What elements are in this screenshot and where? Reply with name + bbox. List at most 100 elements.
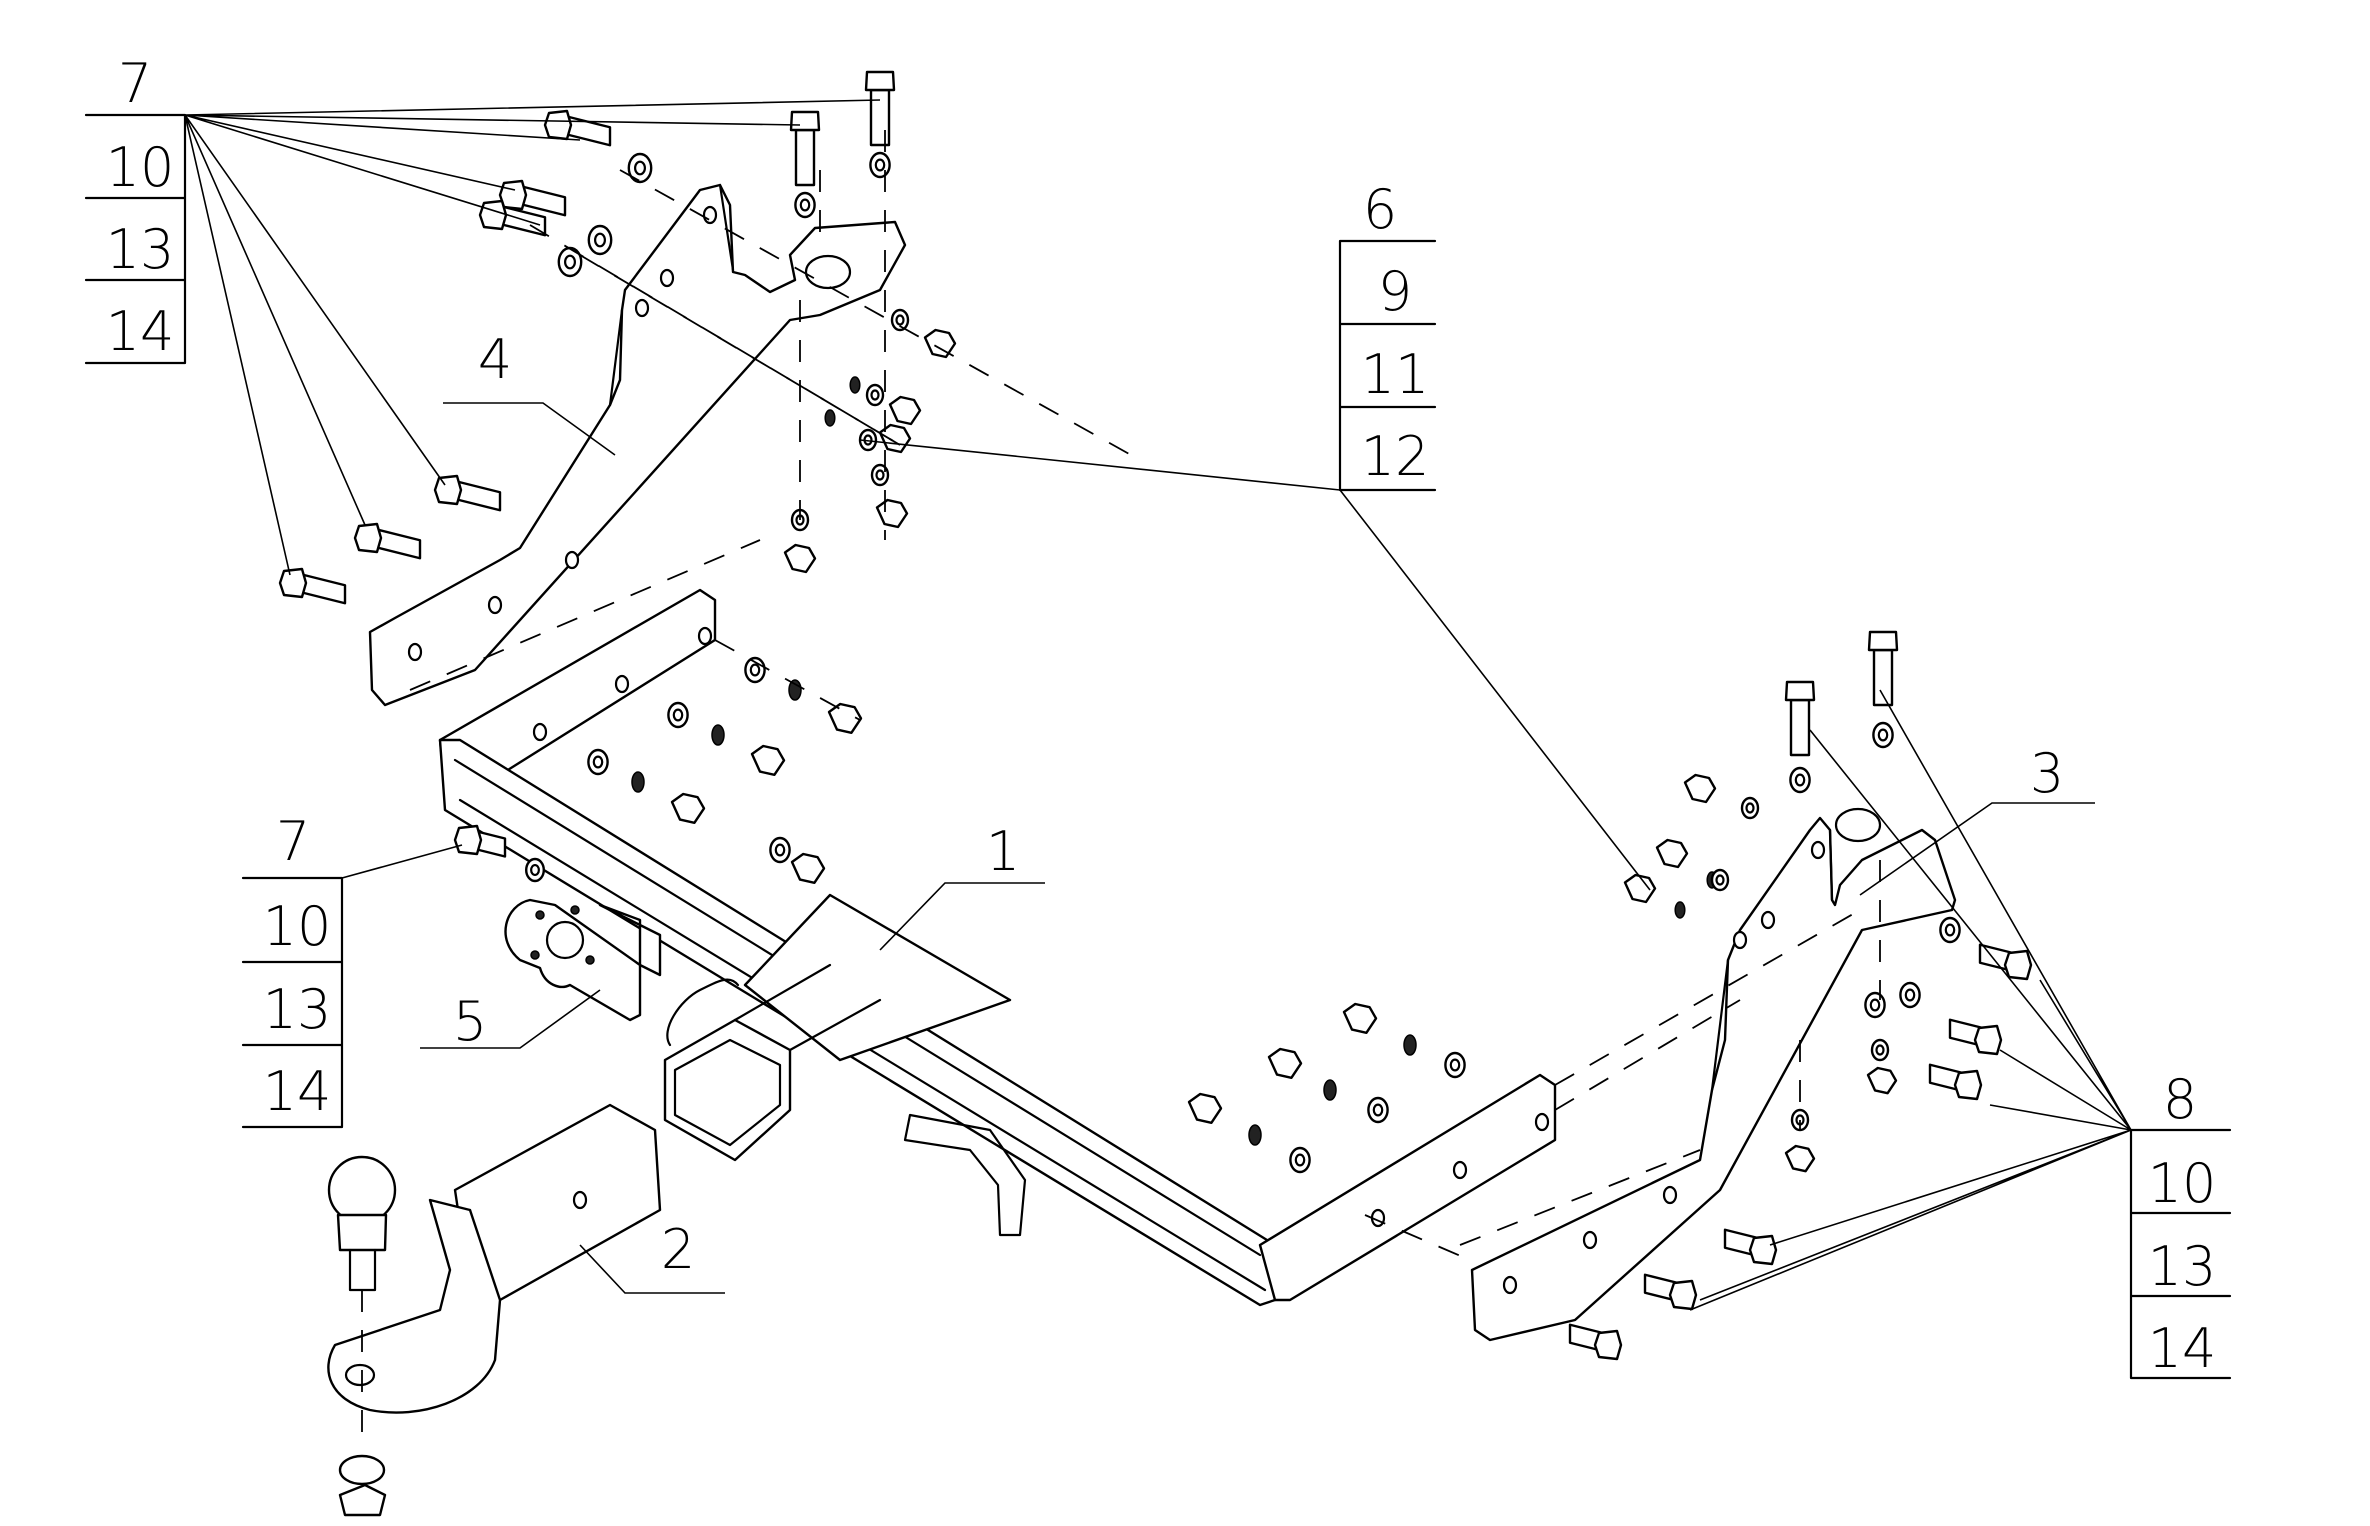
washer-hole [1372,1103,1384,1117]
bolt-shank [453,479,502,512]
bolt-head [1973,1024,2003,1056]
main-crossbar [438,588,1557,1307]
callout-label: 2 [661,1218,695,1281]
bolt-shank [1789,698,1811,757]
washer-hole [774,843,786,857]
ball-mount-drawbar [327,1103,662,1517]
washer-hole [1869,998,1881,1012]
callout-label: 12 [1361,425,1430,488]
callout-7-stack: 7 10 13 14 [241,810,463,1129]
lock-washer [824,409,836,427]
lock-washer [1323,1079,1337,1101]
washer-hole [672,708,684,722]
bolt-head [789,110,821,132]
bolt-head [278,567,308,599]
washer-hole [1449,1058,1461,1072]
nut [670,792,706,824]
washer-hole [895,314,905,326]
bolt-head [543,109,573,141]
right-side-bracket [1470,807,1957,1342]
callout-5: 5 [420,989,601,1053]
bolt-head [1784,680,1816,702]
washer-hole [1294,1153,1306,1167]
nut [1655,838,1689,869]
bolt-head [1593,1329,1623,1361]
callout-label: 14 [263,1060,332,1123]
callout-label: 7 [118,52,152,115]
bolt-head [1748,1234,1778,1266]
nut [1866,1066,1898,1095]
bolt-head [1953,1069,1983,1101]
washer-hole [1904,988,1916,1002]
alignment-lines [361,130,1881,1450]
callout-label: 7 [276,810,310,873]
nut [878,423,912,454]
callout-label: 14 [106,300,175,363]
callout-label: 1 [986,820,1020,883]
callout-2: 2 [579,1218,725,1294]
callout-label: 5 [453,990,487,1053]
callout-8-stack-left: 7 10 13 14 [84,52,881,576]
nut [783,543,817,574]
nut [827,702,863,734]
bolt-head [1668,1279,1698,1311]
bolt-head [864,70,896,92]
nut [750,744,786,776]
bolt-head [353,522,383,554]
washer-hole [1794,773,1806,787]
callout-label: 10 [2148,1152,2217,1215]
washer-hole [749,663,761,677]
callout-label: 3 [2030,742,2064,805]
washer-hole [1944,923,1956,937]
washer-hole [799,198,811,212]
callout-label: 14 [2148,1317,2217,1380]
nut [923,328,957,359]
washer-hole [530,863,540,877]
callout-label: 8 [2163,1068,2197,1131]
callout-6-stack: 6 9 11 12 [859,178,1651,891]
callout-label: 9 [1378,260,1412,323]
bolt-shank [373,527,422,560]
washer-hole [874,158,886,172]
bolt-head [433,474,463,506]
nut [875,498,909,529]
washer-hole [1745,802,1755,814]
washer-hole [1715,874,1725,886]
washer-hole [592,755,604,769]
lock-washer [1248,1124,1262,1146]
callout-4: 4 [443,328,616,456]
bolt-head [1867,630,1899,652]
bolt-head [478,199,508,231]
bolt-shank [869,88,891,147]
bolt-head [453,824,483,856]
callout-1: 1 [879,820,1045,951]
callout-label: 13 [106,218,175,281]
nut [888,395,922,426]
washer-hole [875,469,885,481]
washer-hole [1877,728,1889,742]
lock-washer [1403,1034,1417,1056]
nut [1784,1144,1816,1173]
socket-plate [504,898,662,1022]
fasteners [278,70,2033,1361]
washer-hole [593,232,606,248]
bolt-shank [518,184,567,217]
callout-8-stack-right: 8 10 13 14 [1689,689,2232,1380]
lock-washer [849,376,861,394]
callout-label: 13 [263,978,332,1041]
nut [1683,773,1717,804]
lock-washer [788,679,802,701]
washer-hole [1875,1044,1885,1056]
nut [1623,873,1657,904]
callout-label: 13 [2148,1235,2217,1298]
lock-washer [1674,901,1686,919]
callout-3: 3 [1859,742,2095,896]
callout-label: 11 [1361,343,1430,406]
washer-hole [870,389,880,401]
nut [790,852,826,884]
washer-hole [633,160,646,176]
washer-hole [563,254,576,270]
callout-label: 6 [1363,178,1397,241]
